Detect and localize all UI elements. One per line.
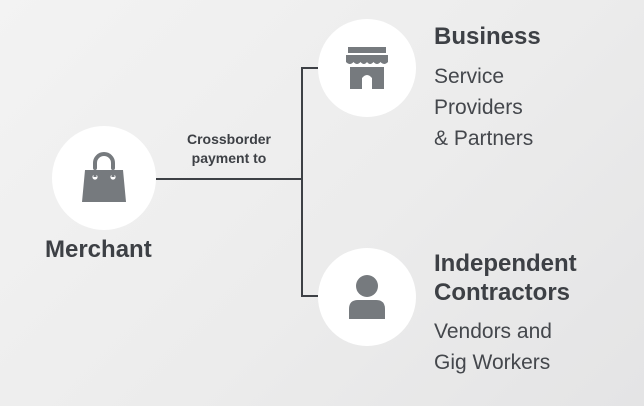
business-subtitle-line-3: & Partners — [434, 127, 534, 150]
connector-branch-vertical — [301, 67, 303, 296]
connector-branch-to-contractors — [301, 295, 318, 297]
contractors-subtitle-line-1: Vendors and — [434, 320, 552, 343]
business-subtitle-line-2: Providers — [434, 96, 523, 119]
shopping-bag-icon — [82, 152, 126, 202]
business-heading-line-1: Business — [434, 23, 541, 50]
merchant-label: Merchant — [45, 236, 152, 263]
contractors-subtitle-line-2: Gig Workers — [434, 351, 551, 374]
contractors-heading-line-1: Independent — [434, 250, 577, 277]
business-subtitle-line-1: Service — [434, 65, 505, 88]
person-icon — [349, 275, 385, 319]
edge-label-line-2: payment to — [191, 150, 267, 166]
edge-label: Crossborder payment to — [164, 130, 294, 168]
contractors-subtitle: Vendors and Gig Workers — [434, 316, 552, 378]
storefront-icon — [346, 47, 388, 89]
contractors-heading: Independent Contractors — [434, 249, 577, 307]
merchant-node — [52, 126, 156, 230]
connector-branch-to-business — [301, 67, 318, 69]
business-heading: Business — [434, 22, 541, 51]
connector-merchant-to-branch — [156, 178, 302, 180]
business-subtitle: Service Providers & Partners — [434, 61, 533, 154]
edge-label-line-1: Crossborder — [186, 131, 272, 147]
contractors-heading-line-2: Contractors — [434, 279, 571, 306]
business-node — [318, 19, 416, 117]
contractors-node — [318, 248, 416, 346]
